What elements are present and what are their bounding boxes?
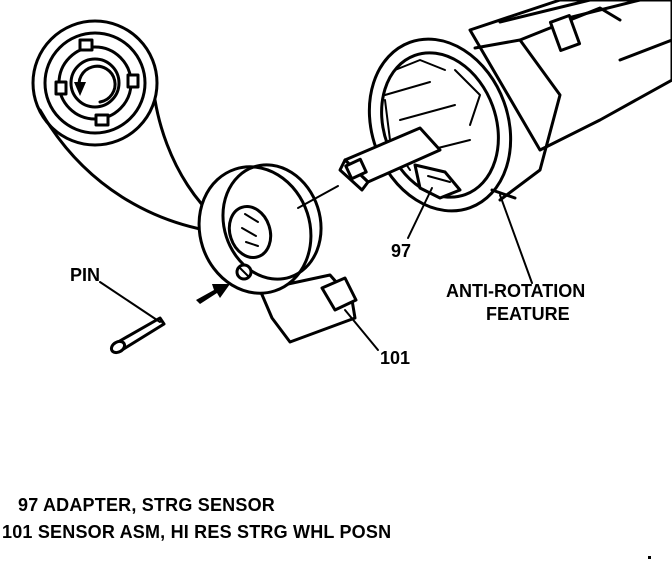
sensor-101-assembly [197,163,358,344]
anti-rotation-label-line1: ANTI-ROTATION [446,281,585,301]
part-101-leader-line [344,309,379,351]
pin [109,316,166,355]
corner-mark [648,556,651,559]
part-97-label: 97 [391,241,411,261]
legend-item-97: 97 ADAPTER, STRG SENSOR [18,495,275,515]
detail-magnifier [31,19,252,242]
pin-leader-line [99,281,161,323]
anti-rotation-label-line2: FEATURE [486,304,570,324]
legend-item-101: 101 SENSOR ASM, HI RES STRG WHL POSN [2,522,392,542]
anti-rotation-leader-line [499,194,533,284]
steering-column [468,0,672,152]
insertion-arrow [196,284,230,304]
steering-shaft [338,126,442,192]
pin-label: PIN [70,265,100,285]
part-97-leader-line [407,187,433,239]
adapter-97-housing [367,37,562,213]
part-101-label: 101 [380,348,410,368]
